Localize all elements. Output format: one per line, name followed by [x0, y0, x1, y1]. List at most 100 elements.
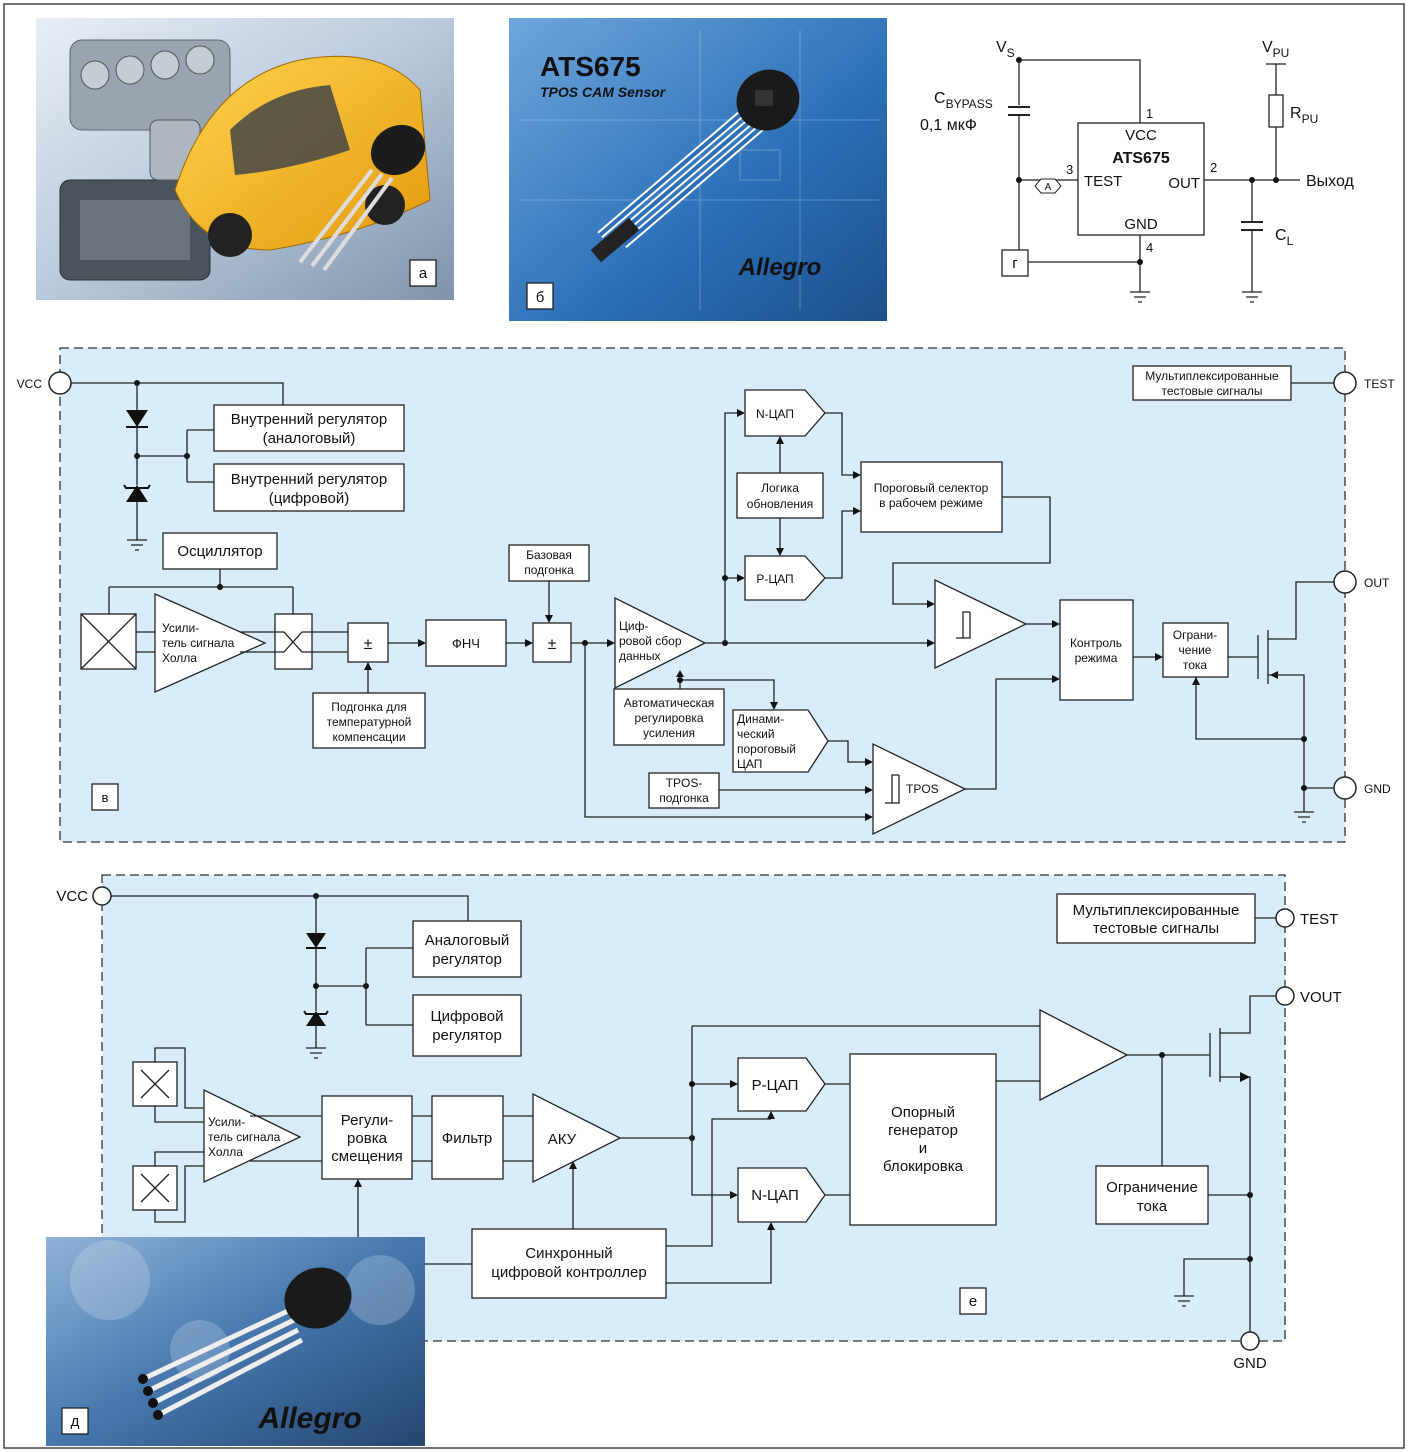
e-hall-amp: [203, 1088, 302, 1184]
v-mode-ctrl-box: [1059, 599, 1134, 701]
chip-name: ATS675: [1112, 150, 1170, 167]
e-test-pin: [1275, 908, 1295, 928]
e-reg-digital-text-1: Цифровой: [430, 1008, 503, 1025]
chip-vcc-label: VCC: [1125, 127, 1157, 144]
v-p-dac-text: P-ЦАП: [756, 572, 793, 586]
e-cur-lim-text-1: Ограничение: [1106, 1179, 1198, 1196]
vpu-label: VPU: [1262, 39, 1289, 60]
photo-d-background: [46, 1237, 425, 1446]
v-gnd-pin: [1333, 776, 1357, 800]
v-dig-acq-text-2: ровой сбор: [619, 634, 682, 648]
v-temp-trim-text-1: Подгонка для: [331, 700, 406, 714]
e-reference-text-1: Опорный: [891, 1104, 955, 1121]
v-threshold-sel-text-2: в рабочем режиме: [879, 496, 983, 510]
photo-a: а: [36, 18, 454, 300]
v-hall-amp-text-1: Усили-: [162, 621, 199, 635]
pin3-label: 3: [1066, 162, 1073, 177]
e-reg-analog-text-1: Аналоговый: [425, 932, 510, 949]
ats675-chip: [1077, 122, 1205, 236]
photo-d-tag: [61, 1407, 89, 1435]
v-base-trim-box: [508, 544, 590, 582]
e-filter-text: Фильтр: [442, 1130, 492, 1147]
e-offset-box: [321, 1095, 413, 1180]
sensor-illustration-a: [298, 124, 426, 272]
photo-d-bokeh: [70, 1240, 415, 1380]
v-hall-amp-text-2: тель сигнала: [162, 636, 235, 650]
v-tpos-trim-text-2: подгонка: [659, 791, 709, 805]
v-mux-text-2: тестовые сигналы: [1161, 384, 1262, 398]
e-aku: [532, 1092, 622, 1184]
e-reg-digital-text-2: регулятор: [432, 1027, 502, 1044]
v-mode-ctrl-text-1: Контроль: [1070, 636, 1122, 650]
e-test-label: TEST: [1300, 911, 1338, 928]
v-dig-acq-text-3: данных: [619, 649, 661, 663]
v-mux-text-1: Мультиплексированные: [1145, 369, 1279, 383]
e-reg-analog-box: [412, 920, 522, 978]
v-sum2-box: [532, 622, 572, 663]
pin2-label: 2: [1210, 160, 1217, 175]
e-vout-pin: [1275, 986, 1295, 1006]
sensor-illustration-d: [138, 1267, 352, 1420]
v-cur-lim-text-1: Ограни-: [1173, 628, 1217, 642]
e-reg-analog-text-2: регулятор: [432, 951, 502, 968]
e-hall-amp-text-2: тель сигнала: [208, 1130, 281, 1144]
e-mux-text-1: Мультиплексированные: [1073, 902, 1240, 919]
e-n-dac-text: N-ЦАП: [751, 1187, 799, 1204]
v-sum2-text: ±: [548, 636, 557, 653]
chip-gnd-label: GND: [1124, 216, 1158, 233]
v-dyn-dac: [732, 709, 829, 773]
photo-d-label: д: [71, 1413, 80, 1430]
v-gnd-label: GND: [1364, 782, 1391, 796]
e-label: е: [969, 1293, 977, 1310]
v-dyn-dac-text-2: ческий: [737, 727, 775, 741]
e-gnd-label: GND: [1233, 1355, 1267, 1372]
e-cur-lim-text-2: тока: [1137, 1198, 1168, 1215]
v-test-label: TEST: [1364, 377, 1395, 391]
v-oscillator-box: [162, 532, 278, 570]
e-cur-lim-box: [1095, 1165, 1209, 1225]
v-n-dac: [744, 389, 826, 437]
rpu-label: RPU: [1290, 105, 1318, 126]
chip-out-label: OUT: [1168, 175, 1200, 192]
photo-b-title: ATS675: [540, 51, 641, 82]
e-reference-text-2: генератор: [888, 1122, 958, 1139]
v-out-label: OUT: [1364, 576, 1390, 590]
v-comparator: [934, 578, 1028, 670]
photo-a-tag: [409, 259, 437, 287]
v-dig-acq: [614, 596, 707, 690]
e-mux-text-2: тестовые сигналы: [1093, 920, 1219, 937]
v-agc-text-1: Автоматическая: [624, 696, 715, 710]
g-tag: [1001, 249, 1029, 277]
v-oscillator-text: Осциллятор: [177, 543, 262, 560]
photo-b-label: б: [536, 289, 545, 306]
cl-label: CL: [1275, 227, 1294, 248]
v-reg-analog-box: [213, 404, 405, 452]
pin1-label: 1: [1146, 106, 1153, 121]
e-offset-text-2: ровка: [347, 1130, 388, 1147]
photo-b-tag: [526, 282, 554, 310]
e-sync-ctrl-text-2: цифровой контроллер: [491, 1264, 646, 1281]
e-aku-text: АКУ: [548, 1131, 577, 1148]
photo-a-label: а: [419, 265, 428, 282]
v-label: в: [102, 790, 109, 805]
v-hall-amp: [154, 592, 267, 694]
v-tpos-comparator: [872, 742, 967, 836]
v-vcc-pin: [48, 371, 72, 395]
v-mode-ctrl-text-2: режима: [1075, 651, 1118, 665]
photo-b-subtitle: TPOS CAM Sensor: [540, 84, 667, 100]
v-threshold-sel-text-1: Пороговый селектор: [874, 481, 989, 495]
v-cur-lim-box: [1162, 622, 1229, 678]
e-vcc-label: VCC: [56, 888, 88, 905]
e-vout-label: VOUT: [1300, 989, 1342, 1006]
v-agc-text-2: регулировка: [634, 711, 703, 725]
g-label: г: [1012, 255, 1018, 272]
v-mux-box: [1132, 365, 1292, 401]
v-threshold-sel-box: [860, 461, 1003, 533]
v-update-logic-box: [736, 472, 824, 519]
v-hall-amp-text-3: Холла: [162, 651, 197, 665]
engine-illustration: [59, 39, 231, 281]
v-n-dac-text: N-ЦАП: [756, 407, 794, 421]
e-p-dac: [737, 1057, 826, 1112]
e-gnd-pin: [1240, 1331, 1260, 1351]
